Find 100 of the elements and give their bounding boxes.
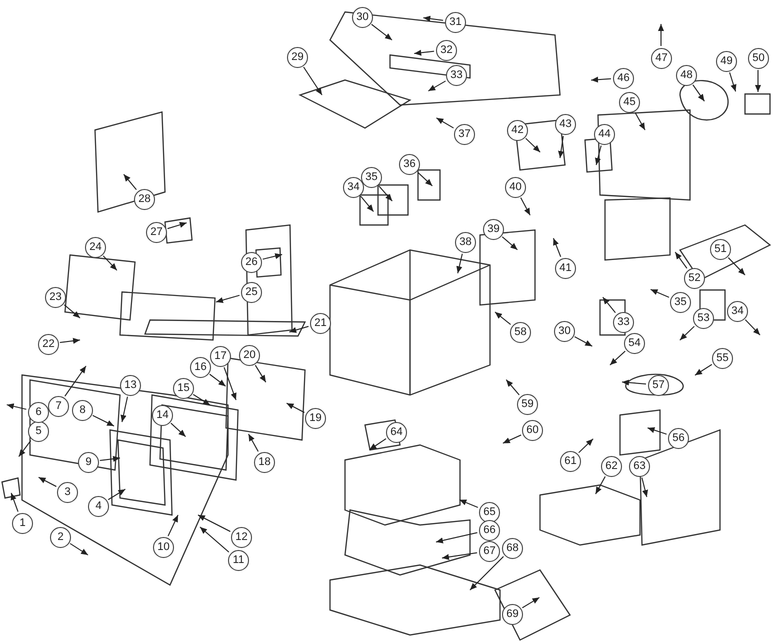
callout-number: 1 xyxy=(12,513,33,534)
leader-line xyxy=(520,197,531,216)
leader-line xyxy=(436,117,454,128)
callout-number: 50 xyxy=(748,48,769,69)
leader-line xyxy=(120,396,128,422)
leader-line xyxy=(99,456,120,462)
leader-line xyxy=(729,72,736,92)
callout-number: 35 xyxy=(361,167,382,188)
leader-line xyxy=(525,138,541,153)
callout-number: 16 xyxy=(190,357,211,378)
leader-line xyxy=(458,499,478,508)
leader-line xyxy=(456,253,463,274)
leader-line xyxy=(10,492,18,512)
leader-line xyxy=(595,145,602,166)
callout-number: 30 xyxy=(554,321,575,342)
leader-line xyxy=(209,374,226,387)
leader-line xyxy=(610,350,626,366)
callout-number: 8 xyxy=(72,400,93,421)
leader-line xyxy=(108,488,126,500)
leader-line xyxy=(552,238,562,258)
callout-number: 46 xyxy=(613,68,634,89)
callout-number: 33 xyxy=(446,65,467,86)
leader-line xyxy=(224,366,236,400)
leader-line xyxy=(502,434,522,444)
callout-number: 69 xyxy=(502,604,523,625)
callout-number: 27 xyxy=(146,222,167,243)
leader-line xyxy=(641,477,648,498)
callout-number: 9 xyxy=(78,452,99,473)
leader-line xyxy=(170,422,186,438)
callout-number: 2 xyxy=(50,527,71,548)
callout-number: 39 xyxy=(483,219,504,240)
callout-number: 62 xyxy=(601,456,622,477)
callout-number: 66 xyxy=(479,520,500,541)
leader-line xyxy=(422,16,444,22)
leader-line xyxy=(70,543,88,556)
leader-line xyxy=(168,514,178,537)
callout-number: 29 xyxy=(287,47,308,68)
callout-number: 49 xyxy=(716,51,737,72)
leader-line xyxy=(574,336,593,347)
callout-number: 61 xyxy=(560,451,581,472)
leader-line xyxy=(414,50,435,56)
leader-line xyxy=(303,66,322,96)
callout-number: 38 xyxy=(455,232,476,253)
leader-line xyxy=(200,526,230,553)
callout-number: 34 xyxy=(343,177,364,198)
leader-line xyxy=(650,288,670,298)
leader-line xyxy=(658,24,664,46)
callout-number: 32 xyxy=(436,40,457,61)
callout-number: 57 xyxy=(648,375,669,396)
callout-number: 14 xyxy=(152,405,173,426)
callout-number: 11 xyxy=(228,550,249,571)
leader-line xyxy=(368,438,386,450)
leader-line xyxy=(92,414,114,426)
callout-number: 7 xyxy=(48,396,69,417)
callout-number: 58 xyxy=(510,322,531,343)
callout-number: 59 xyxy=(517,394,538,415)
callout-number: 60 xyxy=(522,420,543,441)
leader-line xyxy=(64,366,86,397)
callout-number: 25 xyxy=(241,282,262,303)
leader-line xyxy=(428,80,446,92)
callout-number: 26 xyxy=(241,252,262,273)
callout-number: 41 xyxy=(555,258,576,279)
callout-number: 64 xyxy=(386,422,407,443)
leader-line xyxy=(728,257,746,276)
callout-number: 24 xyxy=(85,237,106,258)
leader-line xyxy=(198,514,231,532)
callout-number: 3 xyxy=(57,482,78,503)
callout-number: 42 xyxy=(507,120,528,141)
leader-line xyxy=(360,196,374,212)
callout-number: 48 xyxy=(676,65,697,86)
leader-line xyxy=(288,326,309,333)
leader-line xyxy=(755,70,761,92)
leader-line xyxy=(470,556,504,590)
leader-line xyxy=(286,402,305,413)
leader-line xyxy=(744,319,760,336)
callout-number: 65 xyxy=(479,502,500,523)
callout-number: 34 xyxy=(727,301,748,322)
callout-number: 13 xyxy=(120,375,141,396)
callout-number: 31 xyxy=(445,12,466,33)
leader-line xyxy=(494,312,512,325)
leader-line xyxy=(378,186,393,202)
callout-number: 44 xyxy=(594,124,615,145)
leader-line xyxy=(123,174,137,190)
callout-number: 56 xyxy=(668,428,689,449)
callout-number: 36 xyxy=(399,154,420,175)
callout-number: 10 xyxy=(153,537,174,558)
callout-number: 47 xyxy=(651,48,672,69)
callout-number: 12 xyxy=(231,527,252,548)
leader-line xyxy=(578,438,594,454)
callout-number: 68 xyxy=(502,538,523,559)
callout-number: 63 xyxy=(629,456,650,477)
callout-number: 54 xyxy=(624,333,645,354)
callout-number: 55 xyxy=(712,348,733,369)
leader-line xyxy=(216,294,240,303)
callout-number: 52 xyxy=(684,268,705,289)
leader-line xyxy=(64,304,80,318)
callout-number: 5 xyxy=(28,421,49,442)
leader-line xyxy=(692,84,705,102)
leader-line xyxy=(248,434,259,452)
callout-number: 37 xyxy=(454,124,475,145)
